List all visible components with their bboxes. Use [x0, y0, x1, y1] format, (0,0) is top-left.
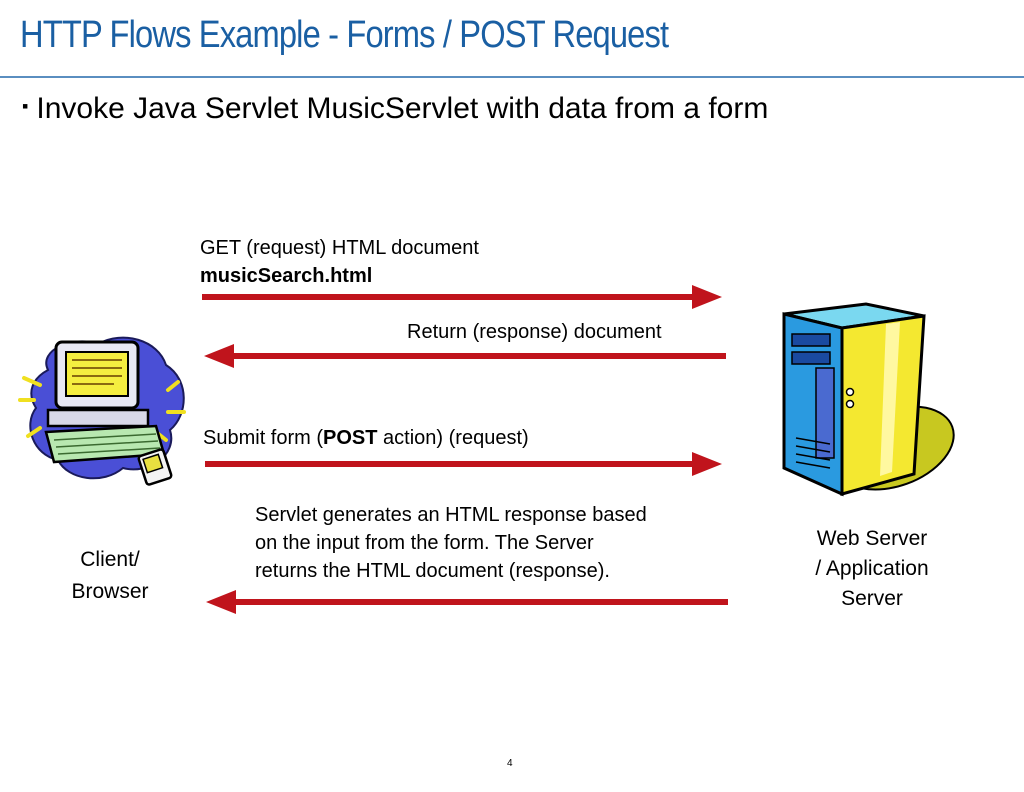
client-computer-icon — [18, 336, 186, 486]
servlet-response-label: Servlet generates an HTML response based… — [255, 504, 647, 582]
arrow-return-response — [204, 344, 726, 368]
get-request-document: musicSearch.html — [200, 265, 373, 287]
client-browser-label: Client/ Browser — [71, 548, 149, 603]
web-server-label: Web Server / Application Server — [815, 527, 929, 610]
server-tower-icon — [782, 302, 955, 497]
arrow-submit-form — [205, 452, 722, 476]
bullet-item: ▪ Invoke Java Servlet MusicServlet with d… — [22, 92, 768, 126]
arrow-servlet-response — [206, 590, 728, 614]
title-divider — [0, 76, 1024, 78]
submit-form-label: Submit form (POST action) (request) — [203, 427, 529, 449]
return-response-label: Return (response) document — [407, 321, 662, 343]
bullet-text: Invoke Java Servlet MusicServlet with da… — [36, 92, 769, 125]
post-keyword: POST — [323, 427, 378, 449]
bullet-square-icon: ▪ — [22, 96, 29, 116]
get-request-text: GET (request) HTML document — [200, 237, 479, 259]
slide-title: HTTP Flows Example - Forms / POST Reques… — [20, 14, 669, 56]
arrow-get-request — [202, 285, 722, 309]
get-request-label: GET (request) HTML document musicSearch.… — [200, 234, 479, 290]
page-number: 4 — [507, 758, 513, 769]
